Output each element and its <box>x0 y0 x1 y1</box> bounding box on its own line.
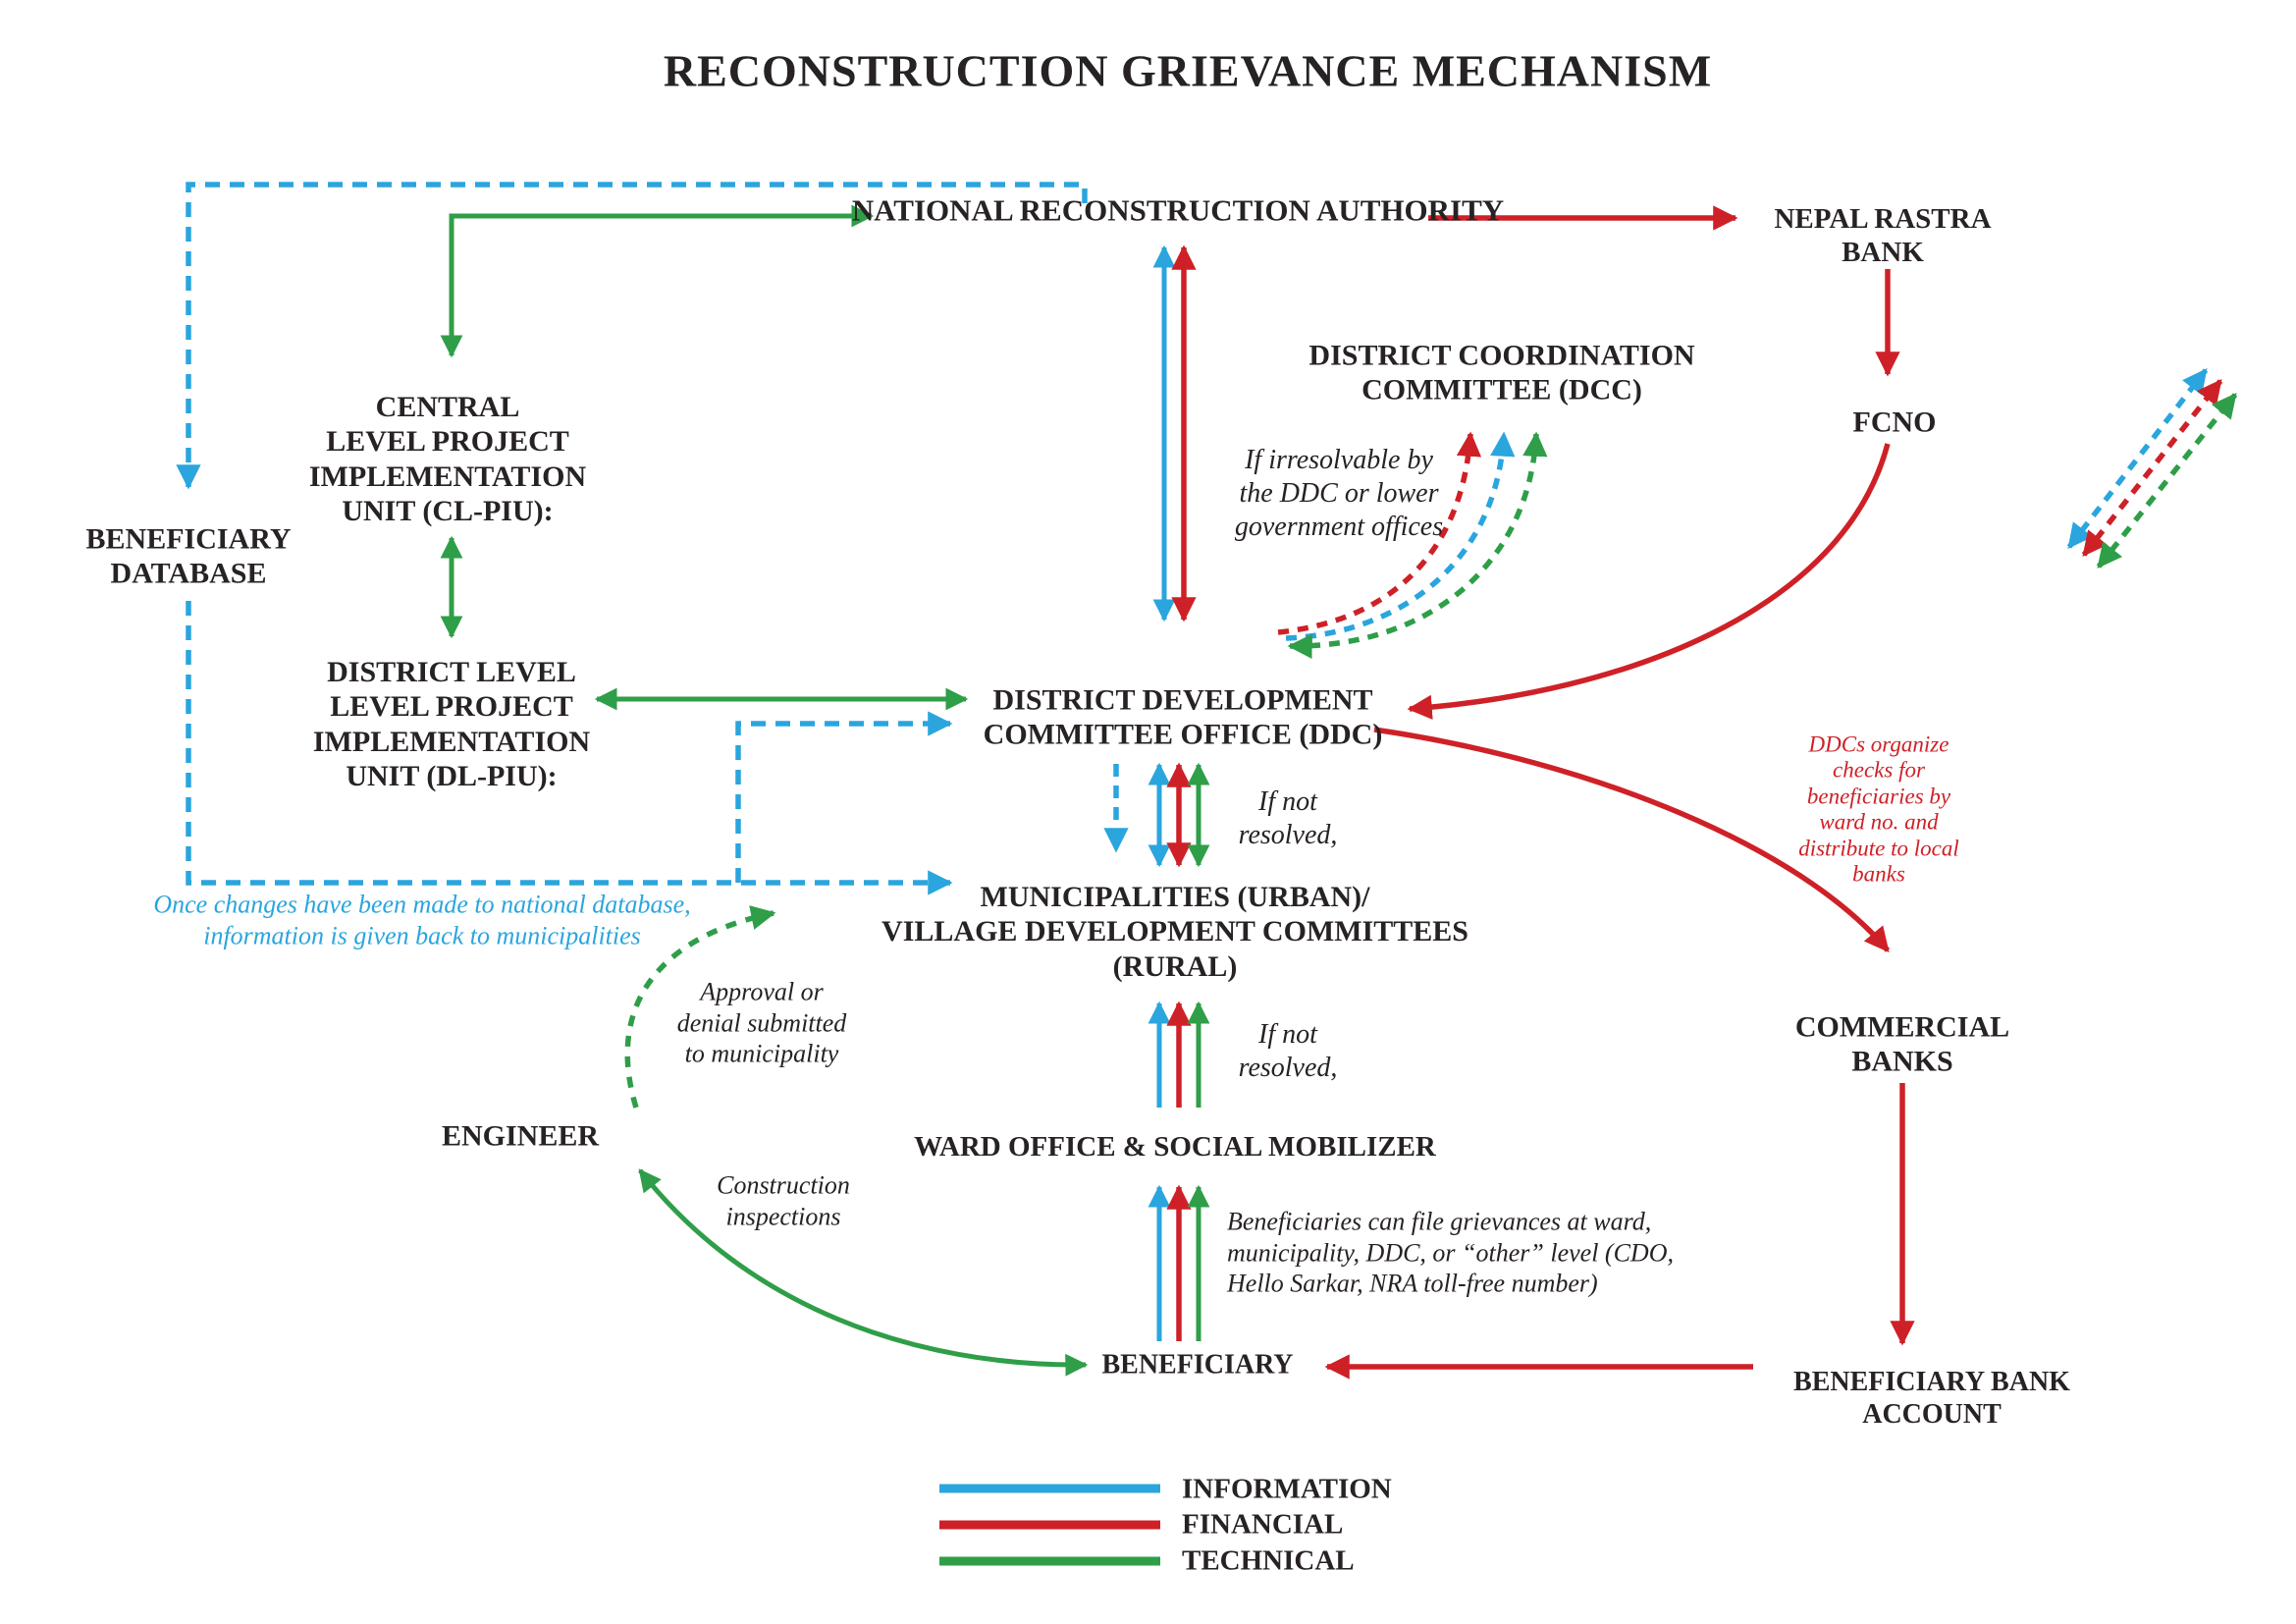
node-district-level-piu: DISTRICT LEVEL LEVEL PROJECT IMPLEMENTAT… <box>312 656 591 793</box>
node-beneficiary-database: BENEFICIARY DATABASE <box>85 522 292 590</box>
technical-curve-beneficiary-engineer <box>638 1168 1089 1377</box>
node-beneficiary-bank-account: BENEFICIARY BANK ACCOUNT <box>1793 1366 2070 1430</box>
node-fcno: FCNO <box>1852 406 1937 439</box>
annotation-ddcs-organize-checks: DDCs organize checks for beneficiaries b… <box>1798 731 1959 887</box>
node-district-development-committee-office: DISTRICT DEVELOPMENT COMMITTEE OFFICE (D… <box>983 683 1383 751</box>
node-central-level-piu: CENTRAL LEVEL PROJECT IMPLEMENTATION UNI… <box>308 391 587 528</box>
info-dashed-nra-to-beneficiary-database <box>176 182 1088 490</box>
financial-curve-fcno-to-ddc <box>1407 443 1891 720</box>
node-engineer: ENGINEER <box>441 1119 600 1153</box>
node-beneficiary: BENEFICIARY <box>1101 1349 1294 1380</box>
legend-label-technical: TECHNICAL <box>1182 1544 1355 1577</box>
info-dashed-database-to-municipalities <box>186 601 953 895</box>
financial-curve-ddc-to-commercial-banks <box>1373 727 1891 952</box>
legend-label-financial: FINANCIAL <box>1182 1508 1344 1541</box>
technical-elbow-nra-clpiu <box>440 204 875 358</box>
technical-dashed-diagonal <box>2096 393 2238 568</box>
node-nepal-rastra-bank: NEPAL RASTRA BANK <box>1774 202 1992 268</box>
annotation-if-not-resolved-upper: If not resolved, <box>1238 785 1338 850</box>
node-national-reconstruction-authority: NATIONAL RECONSTRUCTION AUTHORITY <box>851 192 1505 228</box>
info-dashed-branch-to-ddc <box>735 711 953 883</box>
annotation-once-changes: Once changes have been made to national … <box>153 890 691 949</box>
page-title: RECONSTRUCTION GRIEVANCE MECHANISM <box>663 45 1713 96</box>
annotation-beneficiaries-can-file: Beneficiaries can file grievances at war… <box>1227 1207 1674 1298</box>
node-commercial-banks: COMMERCIAL BANKS <box>1794 1010 2010 1078</box>
legend-label-information: INFORMATION <box>1182 1473 1392 1505</box>
node-ward-office-social-mobilizer: WARD OFFICE & SOCIAL MOBILIZER <box>914 1130 1436 1163</box>
annotation-construction-inspections: Construction inspections <box>717 1170 850 1230</box>
annotation-if-not-resolved-lower: If not resolved, <box>1238 1018 1338 1083</box>
technical-dashed-engineer-to-municipalities <box>624 905 776 1109</box>
annotation-if-irresolvable: If irresolvable by the DDC or lower gove… <box>1234 444 1444 543</box>
annotation-approval-or-denial: Approval or denial submitted to municipa… <box>676 977 847 1068</box>
financial-dashed-diagonal <box>2081 379 2223 557</box>
technical-dashed-ddc-to-dcc <box>1287 431 1548 659</box>
node-municipalities-vdc: MUNICIPALITIES (URBAN)/ VILLAGE DEVELOPM… <box>881 880 1468 983</box>
node-district-coordination-committee: DISTRICT COORDINATION COMMITTEE (DCC) <box>1308 339 1695 406</box>
